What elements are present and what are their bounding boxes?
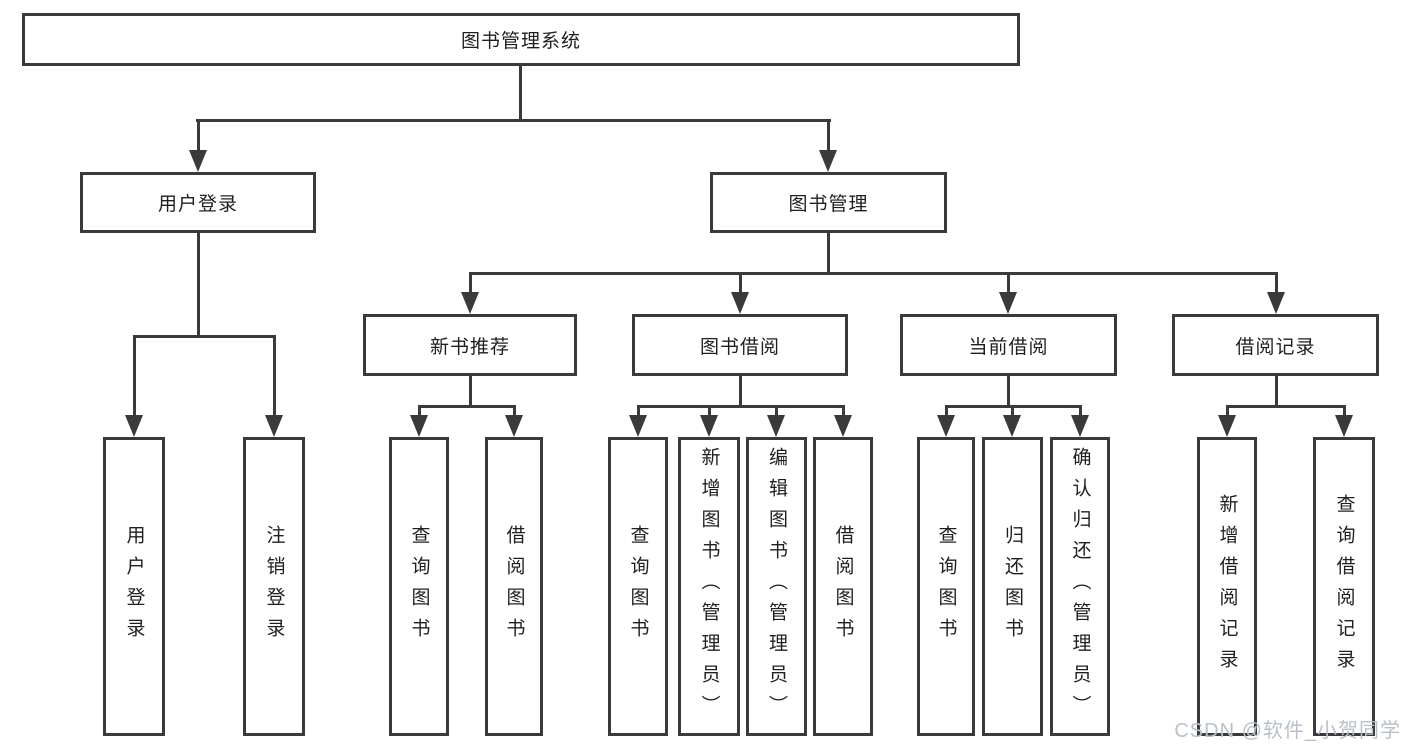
arrowhead-down-icon (125, 415, 143, 437)
connector-bar (636, 405, 845, 408)
connector-drop (196, 119, 200, 154)
leaf-logout: 注销登录 (243, 437, 305, 736)
connector-stem (1006, 376, 1010, 408)
connector-drop (1010, 405, 1014, 419)
connector-drop (774, 405, 778, 419)
node-book-management: 图书管理 (710, 172, 947, 233)
connector-bar (195, 119, 831, 122)
leaf-current-confirm-return-admin: 确认归还（管理员） (1050, 437, 1110, 736)
connector-drop (944, 405, 948, 419)
leaf-newbook-borrow-books: 借阅图书 (485, 437, 543, 736)
connector-bar (417, 405, 516, 408)
connector-bar (1225, 405, 1346, 408)
arrowhead-down-icon (189, 150, 207, 172)
csdn-watermark: CSDN @软件_小贺同学 (1174, 720, 1401, 742)
connector-drop (1078, 405, 1082, 419)
leaf-borrow-edit-books-admin: 编辑图书（管理员） (746, 437, 807, 736)
connector-stem (826, 233, 830, 275)
leaf-current-return-books: 归还图书 (982, 437, 1043, 736)
arrowhead-down-icon (834, 415, 852, 437)
leaf-borrow-query-books: 查询图书 (608, 437, 668, 736)
arrowhead-down-icon (629, 415, 647, 437)
leaf-user-login: 用户登录 (103, 437, 165, 736)
connector-stem (468, 376, 472, 408)
arrowhead-down-icon (1267, 292, 1285, 314)
arrowhead-down-icon (700, 415, 718, 437)
connector-drop (636, 405, 640, 419)
arrowhead-down-icon (999, 292, 1017, 314)
arrowhead-down-icon (767, 415, 785, 437)
arrowhead-down-icon (505, 415, 523, 437)
arrowhead-down-icon (1335, 415, 1353, 437)
arrowhead-down-icon (937, 415, 955, 437)
leaf-current-query-books: 查询图书 (917, 437, 975, 736)
connector-bar (132, 335, 276, 338)
connector-bar (468, 272, 1278, 275)
connector-drop (707, 405, 711, 419)
connector-drop (512, 405, 516, 419)
leaf-borrow-borrow-books: 借阅图书 (813, 437, 873, 736)
connector-drop (417, 405, 421, 419)
leaf-newbook-query-books: 查询图书 (389, 437, 449, 736)
connector-drop (132, 335, 136, 419)
connector-drop (468, 272, 472, 296)
connector-stem (518, 66, 522, 121)
node-borrow-records: 借阅记录 (1172, 314, 1379, 376)
arrowhead-down-icon (1003, 415, 1021, 437)
leaf-records-add-record: 新增借阅记录 (1197, 437, 1257, 736)
node-new-book-recommend: 新书推荐 (363, 314, 577, 376)
connector-drop (1342, 405, 1346, 419)
arrowhead-down-icon (265, 415, 283, 437)
connector-drop (1006, 272, 1010, 296)
connector-drop (826, 119, 830, 154)
connector-stem (1274, 376, 1278, 408)
leaf-borrow-add-books-admin: 新增图书（管理员） (678, 437, 740, 736)
arrowhead-down-icon (819, 150, 837, 172)
leaf-records-query-record: 查询借阅记录 (1313, 437, 1375, 736)
node-library-system: 图书管理系统 (22, 13, 1020, 66)
node-current-borrow: 当前借阅 (900, 314, 1117, 376)
connector-drop (738, 272, 742, 296)
arrowhead-down-icon (1218, 415, 1236, 437)
node-user-login: 用户登录 (80, 172, 316, 233)
arrowhead-down-icon (461, 292, 479, 314)
connector-drop (1274, 272, 1278, 296)
node-book-borrow: 图书借阅 (632, 314, 848, 376)
connector-drop (841, 405, 845, 419)
connector-drop (272, 335, 276, 419)
connector-stem (738, 376, 742, 408)
arrowhead-down-icon (410, 415, 428, 437)
connector-drop (1225, 405, 1229, 419)
arrowhead-down-icon (1071, 415, 1089, 437)
arrowhead-down-icon (731, 292, 749, 314)
connector-stem (196, 233, 200, 338)
